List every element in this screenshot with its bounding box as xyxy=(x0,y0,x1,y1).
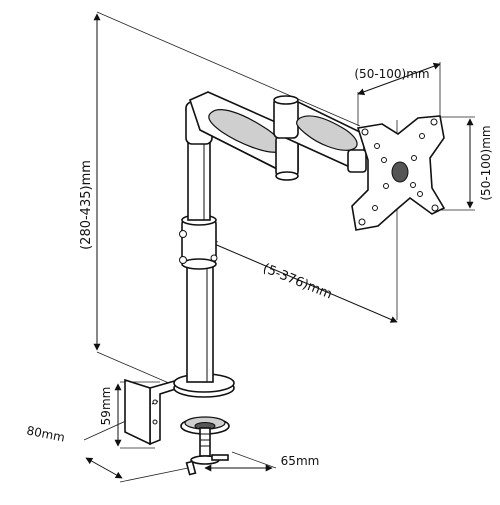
desk-clamp xyxy=(124,373,235,476)
height-range-label: (280-435)mm xyxy=(79,160,94,250)
vesa-plate xyxy=(351,115,446,231)
arm-segment-first xyxy=(189,91,299,181)
clamp-height-label: 59mm xyxy=(99,387,113,426)
vesa-horizontal-label: (50-100)mm xyxy=(354,67,429,81)
clamp-width-label: 65mm xyxy=(281,454,320,468)
vesa-vertical-label: (50-100)mm xyxy=(479,125,493,200)
dimension-lines xyxy=(85,13,474,479)
reach-label: (5-376)mm xyxy=(261,261,335,302)
vertical-pole xyxy=(179,101,218,383)
arm-segment-second xyxy=(273,95,367,173)
clamp-depth-label: 80mm xyxy=(25,424,66,445)
